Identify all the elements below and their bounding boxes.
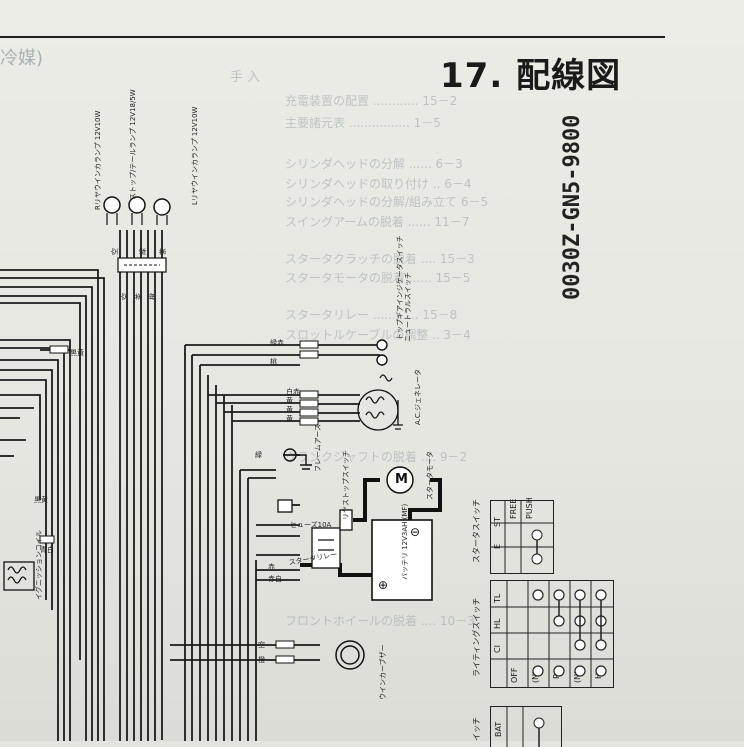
wire-color-label: 白赤 — [286, 388, 300, 396]
top-gear-switch — [376, 339, 388, 351]
lighting-switch-table: ライティングスイッチ CI HL TL OFF (N) P (N) H — [472, 580, 614, 688]
neutral-switch — [376, 354, 388, 366]
ac-generator-label: A.C.ジェネレータ — [414, 368, 422, 425]
buzzer-symbol — [335, 640, 365, 670]
rear-stop-switch-label: リヤストップスイッチ — [342, 450, 350, 520]
bleed-row: スタータリレー ............ 15－8 — [285, 308, 458, 322]
connector-pair — [299, 390, 319, 399]
connector-pair — [39, 535, 55, 544]
wire-color-label: 黄 — [286, 406, 293, 414]
lighting-switch-grid — [491, 581, 613, 687]
connector-pair — [299, 350, 319, 359]
frame-ground-label: フレームアース — [314, 423, 322, 472]
connector-pair — [299, 408, 319, 417]
battery-plus-symbol: ⊕ — [378, 578, 389, 592]
ignition-switch-title: イッチ — [472, 717, 481, 741]
r-turn-lamp — [103, 196, 121, 214]
wire-color-label: 緑 — [139, 248, 147, 255]
wire-color-label: 青白 — [40, 546, 54, 554]
bleed-row: スタータクラッチの脱着 .... 15－3 — [285, 252, 475, 266]
harness-wire — [0, 359, 59, 741]
ignition-switch-grid — [506, 707, 545, 747]
connector-pair — [275, 655, 295, 664]
winker-buzzer-label: ウインカーブザー — [379, 644, 387, 700]
bleed-row: スイングアームの脱着 ...... 11－7 — [285, 215, 470, 229]
rear-lamp-cluster — [103, 196, 171, 273]
wire-color-label: 桃 — [270, 358, 277, 366]
l-turn-lamp — [153, 198, 171, 216]
harness-wire — [0, 277, 105, 741]
starter-switch-grid — [491, 501, 553, 573]
bleed-row: フロントホイールの脱着 .... 10－3 — [285, 614, 475, 628]
r-turn-lamp-label: Rリヤウインカランプ 12V10W — [94, 110, 102, 210]
wire-color-label: 黒黄 — [70, 349, 84, 357]
bleed-row: シリンダヘッドの分解 ...... 6－3 — [285, 157, 463, 171]
harness-wire — [0, 269, 99, 741]
harness-wire — [0, 302, 81, 660]
bleed-row: シリンダヘッドの分解/組み立て 6－5 — [285, 195, 489, 209]
wire-color-label: 橙 — [258, 656, 265, 664]
rear-stop-switch — [277, 499, 293, 513]
connector-pair — [299, 399, 319, 408]
lighting-switch-title: ライティングスイッチ — [472, 597, 481, 677]
wire-color-label: 空 — [121, 293, 129, 300]
bleed-row: 主要諸元表 ................ 1－5 — [285, 116, 441, 130]
ignition-coil-symbol — [3, 561, 35, 591]
connector-pair — [275, 640, 295, 649]
wire-color-label: 赤白 — [268, 575, 282, 583]
frame-ground-symbol — [283, 448, 312, 470]
bleed-row: クランクシャフトの脱着 .... 9－2 — [285, 450, 468, 464]
ignition-coil-label: イグニッションコイル — [35, 530, 43, 600]
harness-wire — [0, 347, 65, 741]
wire-color-label: 緑 — [255, 451, 262, 459]
wire-color-label: 空 — [258, 641, 265, 649]
harness-wire — [0, 295, 87, 741]
starter-switch-title: スタータスイッチ — [472, 499, 481, 563]
fuse-label: ヒューズ10A — [290, 521, 332, 529]
header-rule — [0, 36, 665, 38]
connector-pair — [299, 417, 319, 426]
battery-symbol — [371, 519, 433, 601]
l-turn-lamp-label: Lリヤウインカランプ 12V10W — [191, 106, 199, 205]
bleed-row: スロットルケーブルの調整 .. 3－4 — [285, 328, 471, 342]
harness-wire — [0, 369, 53, 610]
section-title-fragment: 冷媒) — [0, 48, 44, 69]
starter-cable — [353, 478, 380, 522]
fuse-holder — [339, 509, 353, 531]
harness-wire — [0, 339, 71, 741]
bleed-row: シリンダヘッドの取り付け .. 6－4 — [285, 177, 472, 191]
starter-motor-symbol — [386, 466, 414, 494]
bleed-row: 充電装置の配置 ............ 15－2 — [285, 94, 458, 108]
battery-minus-symbol: ⊖ — [410, 525, 421, 539]
battery-label: バッテリ 12V3AH (MF) — [401, 503, 409, 580]
wire-color-label: 茶 — [159, 248, 167, 255]
wire-color-label: 黒黄 — [34, 496, 48, 504]
wire-color-label: 茶 — [135, 293, 143, 300]
ac-generator-symbol — [357, 374, 403, 431]
bleed-row: スタータモータの脱着 ...... 15－5 — [285, 271, 471, 285]
harness-wire — [0, 394, 41, 500]
wire-color-label: 赤 — [268, 563, 275, 571]
stop-tail-lamp — [128, 196, 146, 214]
wire-color-label: 黄 — [286, 415, 293, 423]
wire-color-label: 黄 — [286, 397, 293, 405]
wire-color-label: 空 — [111, 248, 119, 255]
harness-wire — [0, 379, 47, 600]
page-title: 17. 配線図 — [440, 56, 622, 96]
motor-symbol-letter: M — [395, 472, 408, 487]
bleed-heading: 手 入 — [230, 70, 261, 85]
starter-relay — [311, 527, 341, 569]
connector-pair — [49, 345, 69, 354]
stop-tail-lamp-label: ストップ/テールランプ 12V18/5W — [129, 89, 137, 200]
neutral-switch-label: ニュートラルスイッチ — [404, 272, 412, 342]
wire-color-label: 緑赤 — [270, 339, 284, 347]
wire-color-label: 橙 — [149, 293, 157, 300]
harness-wire — [0, 286, 93, 741]
starter-motor-label: スタータモータ — [426, 451, 434, 500]
connector-pair — [299, 340, 319, 349]
starter-switch-table: スタータスイッチ ST E FREE PUSH — [472, 497, 554, 574]
relay-block — [277, 499, 353, 569]
